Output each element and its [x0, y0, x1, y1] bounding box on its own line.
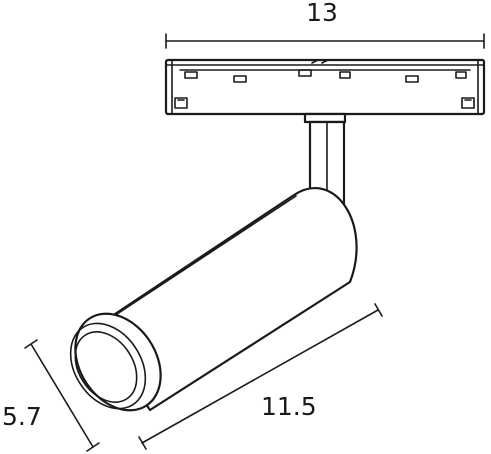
lamp-front-rim-inner [69, 322, 147, 410]
left-dimension: 5.7 [2, 339, 100, 452]
left-dimension-label: 5.7 [2, 402, 42, 431]
left-dimension-tick-top [24, 339, 38, 349]
adapter-clip-left [174, 97, 188, 109]
adapter-slot-6 [455, 71, 467, 79]
adapter-slot-1 [184, 71, 198, 79]
lamp-cylinder [92, 187, 358, 412]
bottom-dimension-tick-right [374, 303, 383, 317]
bottom-dimension-line [141, 309, 379, 444]
top-dimension-label: 13 [306, 0, 338, 27]
bottom-dimension-label: 11.5 [261, 392, 317, 421]
lamp-body [69, 187, 358, 412]
left-dimension-tick-bottom [86, 442, 100, 452]
adapter-slot-4 [339, 71, 351, 79]
lamp-lens [74, 331, 138, 403]
top-dimension: 13 [165, 0, 485, 49]
adapter-notch [311, 59, 329, 64]
adapter-slot-2 [233, 75, 247, 83]
stem-collar [303, 112, 347, 124]
lamp-front-rim [74, 312, 162, 412]
left-dimension-line [30, 343, 94, 448]
adapter-slot-3 [298, 69, 312, 77]
adapter-body [164, 58, 486, 116]
track-adapter [164, 58, 486, 116]
lamp-highlight-line [110, 195, 297, 319]
bottom-dimension-tick-left [138, 436, 147, 450]
bottom-dimension: 11.5 [138, 303, 383, 450]
adapter-clip-right [461, 97, 475, 109]
adapter-slot-5 [405, 75, 419, 83]
